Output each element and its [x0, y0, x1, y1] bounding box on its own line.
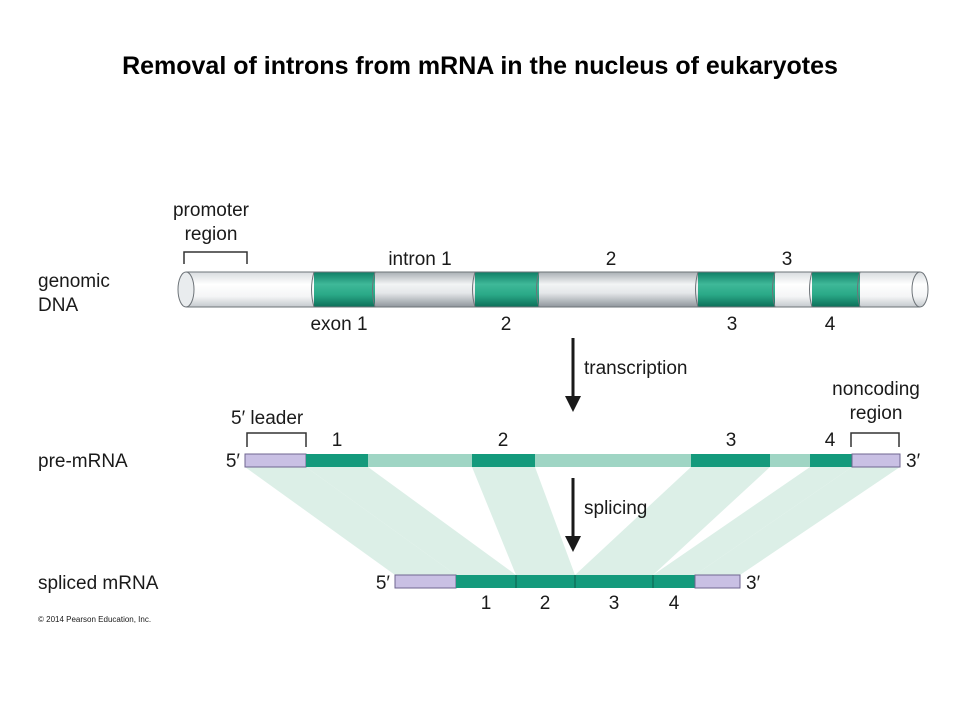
intron-3-label: 3: [782, 249, 793, 270]
sp-exon-2-label: 2: [540, 593, 551, 614]
exon-1-label: exon 1: [310, 314, 367, 335]
pre-exon-1: [306, 454, 368, 467]
sp-trailer: [694, 574, 741, 589]
promoter-label-line2: region: [185, 224, 238, 245]
pre-mrna-label: pre-mRNA: [38, 451, 128, 472]
splicing-arrow: [565, 478, 581, 552]
pre-intron-1: [368, 454, 472, 467]
pre-mrna-three-prime: 3′: [906, 451, 921, 472]
dna-segment-intron3: [775, 272, 812, 307]
pre-exon-2-label: 2: [498, 430, 509, 451]
genomic-dna-label-line1: genomic: [38, 271, 110, 292]
splice-band-trailer: [695, 467, 900, 575]
pre-exon-3-label: 3: [726, 430, 737, 451]
dna-exon-4: [812, 272, 860, 307]
spliced-mrna-five-prime: 5′: [376, 573, 391, 594]
splicing-label: splicing: [584, 498, 647, 519]
sp-leader: [394, 574, 457, 589]
dna-segment-promoter: [186, 272, 314, 307]
spliced-mrna-label: spliced mRNA: [38, 573, 159, 594]
genomic-dna-label-line2: DNA: [38, 295, 78, 316]
splice-band-leader: [245, 467, 456, 575]
leader-label: 5′ leader: [231, 408, 304, 429]
sp-exon-4: [653, 575, 695, 588]
exon-4-label: 4: [825, 314, 836, 335]
sp-exon-4-label: 4: [669, 593, 680, 614]
pre-leader: [244, 453, 307, 468]
pre-exon-4: [810, 454, 852, 467]
transcription-arrow: [565, 338, 581, 412]
exon-3-label: 3: [727, 314, 738, 335]
splice-band-exon3: [575, 467, 770, 575]
pre-exon-1-label: 1: [332, 430, 343, 451]
dna-end-right: [911, 271, 929, 308]
sp-exon-2: [516, 575, 575, 588]
pre-exon-2: [472, 454, 535, 467]
intron-2-label: 2: [606, 249, 617, 270]
copyright-notice: © 2014 Pearson Education, Inc.: [38, 615, 151, 624]
dna-exon-3: [698, 272, 775, 307]
pre-exon-4-label: 4: [825, 430, 836, 451]
splice-band-exon1: [306, 467, 516, 575]
noncoding-label-line2: region: [850, 403, 903, 424]
pre-trailer: [851, 453, 901, 468]
pre-intron-2: [535, 454, 691, 467]
genomic-dna: [177, 271, 929, 308]
splice-band-exon4: [653, 467, 852, 575]
spliced-mrna-three-prime: 3′: [746, 573, 761, 594]
pre-exon-3: [691, 454, 770, 467]
dna-end-left: [177, 271, 195, 308]
promoter-label-line1: promoter: [173, 200, 250, 221]
dna-exon-1: [314, 272, 375, 307]
splice-bands: [245, 467, 900, 575]
dna-exon-2: [475, 272, 539, 307]
intron-1-label: intron 1: [388, 249, 451, 270]
promoter-bracket: [183, 251, 248, 264]
exon-2-label: 2: [501, 314, 512, 335]
pre-mrna-five-prime: 5′: [226, 451, 241, 472]
splice-band-exon2: [472, 467, 575, 575]
pre-intron-3: [770, 454, 810, 467]
noncoding-bracket: [850, 432, 900, 447]
noncoding-label-line1: noncoding: [832, 379, 920, 400]
dna-segment-trailer: [860, 272, 920, 307]
sp-exon-1-label: 1: [481, 593, 492, 614]
leader-bracket: [246, 432, 307, 447]
pre-mrna-bar: [244, 453, 901, 468]
sp-exon-3-label: 3: [609, 593, 620, 614]
sp-exon-3: [575, 575, 653, 588]
transcription-label: transcription: [584, 358, 688, 379]
sp-exon-1: [456, 575, 516, 588]
spliced-mrna-bar: [394, 574, 741, 589]
slide-title: Removal of introns from mRNA in the nucl…: [122, 52, 838, 80]
